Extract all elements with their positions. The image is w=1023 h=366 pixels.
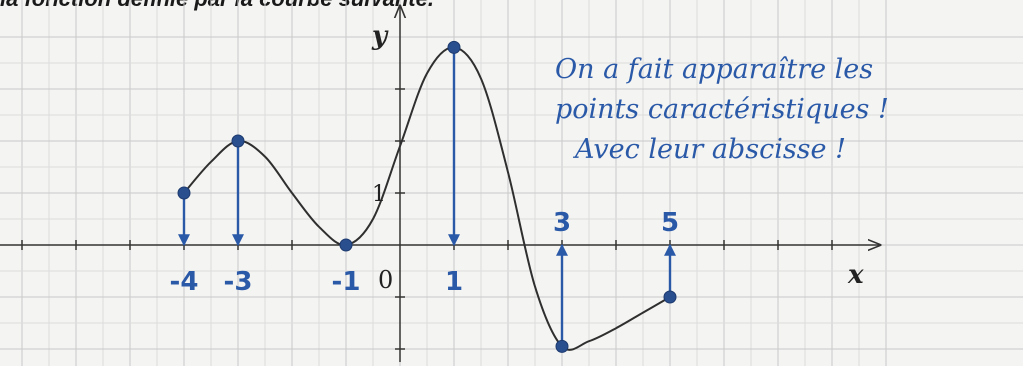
axis-labels: y x 0 1 [371,21,864,294]
characteristic-point [339,238,353,252]
characteristic-point [447,40,461,54]
handwritten-note: On a fait apparaître les points caractér… [555,50,1023,170]
abscissa-label: 3 [553,208,571,238]
exercise-title: la fonction définie par la courbe suivan… [0,0,434,12]
characteristic-point [663,290,677,304]
characteristic-point [231,134,245,148]
note-line: points caractéristiques ! [555,94,889,125]
characteristic-point [555,339,569,353]
y-unit-label: 1 [372,182,386,207]
abscissa-label: -4 [170,267,199,297]
origin-label: 0 [378,266,393,294]
note-line: On a fait apparaître les [555,54,874,85]
x-axis-label: x [847,260,864,290]
abscissa-label: 5 [661,208,679,238]
curve-layer [183,46,671,351]
function-curve [183,46,671,351]
abscissa-label: 1 [445,267,463,297]
abscissa-label: -3 [224,267,253,297]
characteristic-point [177,186,191,200]
abscissa-label: -1 [332,267,361,297]
abscissa-marks: -4 -3 -1 1 3 5 [170,40,679,353]
note-line: Avec leur abscisse ! [575,134,846,165]
y-axis-label: y [371,21,389,51]
